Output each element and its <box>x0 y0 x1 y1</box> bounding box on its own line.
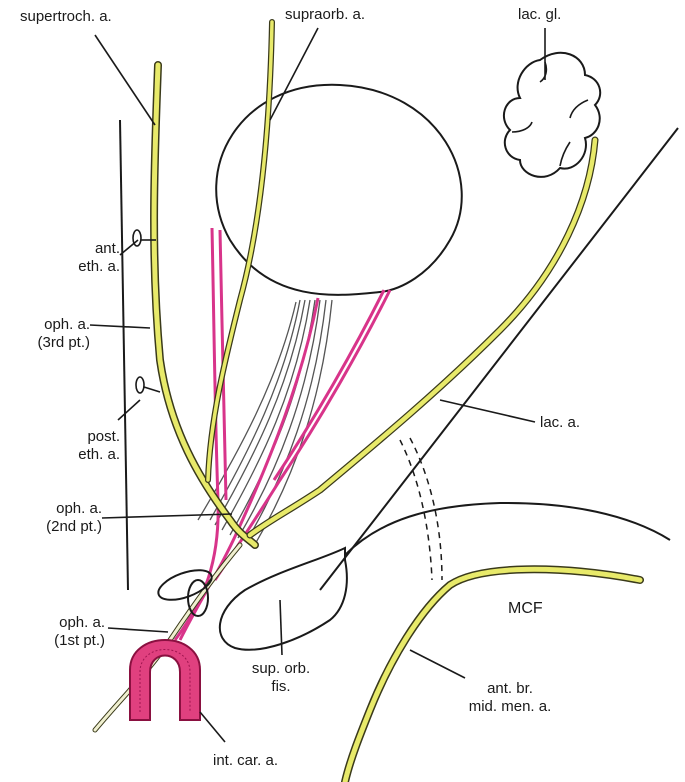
label-lac-a: lac. a. <box>540 414 581 431</box>
internal-carotid-artery <box>129 639 201 721</box>
label-lac-gl: lac. gl. <box>518 6 562 23</box>
dashed-course-1 <box>399 439 433 581</box>
sphenoid-ridge-curve <box>344 501 671 556</box>
label-supraorb-a: supraorb. a. <box>285 6 366 23</box>
label-supertroch-a: supertroch. a. <box>20 8 112 25</box>
label-mcf: MCF <box>508 600 543 617</box>
ethmoidal-branches <box>132 229 161 394</box>
label-oph-a-2nd-line2: (2nd pt.) <box>46 518 102 535</box>
label-ant-eth-a-line2: eth. a. <box>78 258 120 275</box>
globe-outline <box>215 83 463 296</box>
label-sup-orb-fis-line1: sup. orb. <box>251 660 311 677</box>
superior-orbital-fissure-outline <box>218 546 348 651</box>
medial-orbital-wall-line <box>119 119 129 591</box>
lacrimal-gland-lobes <box>511 61 589 167</box>
label-oph-a-3rd-line1: oph. a. <box>44 316 90 333</box>
label-ant-br-line1: ant. br. <box>487 680 533 697</box>
annulus-rings <box>157 569 213 617</box>
leader-lines <box>89 27 546 743</box>
label-int-car-a: int. car. a. <box>213 752 279 769</box>
label-post-eth-a-line1: post. <box>87 428 120 445</box>
label-sup-orb-fis-line2: fis. <box>271 678 291 695</box>
label-oph-a-2nd-line1: oph. a. <box>56 500 102 517</box>
label-oph-a-3rd-line2: (3rd pt.) <box>37 334 90 351</box>
label-oph-a-1st-line1: oph. a. <box>59 614 105 631</box>
label-ant-br-line2: mid. men. a. <box>468 698 552 715</box>
label-ant-eth-a-line1: ant. <box>94 240 120 257</box>
lacrimal-gland-outline <box>502 51 602 178</box>
artery-paths <box>92 19 644 782</box>
label-oph-a-1st-line2: (1st pt.) <box>54 632 105 649</box>
label-post-eth-a-line2: eth. a. <box>78 446 120 463</box>
nerve-fibers <box>173 227 392 641</box>
dashed-course-2 <box>409 437 443 581</box>
lateral-orbital-wall-line <box>319 127 679 591</box>
